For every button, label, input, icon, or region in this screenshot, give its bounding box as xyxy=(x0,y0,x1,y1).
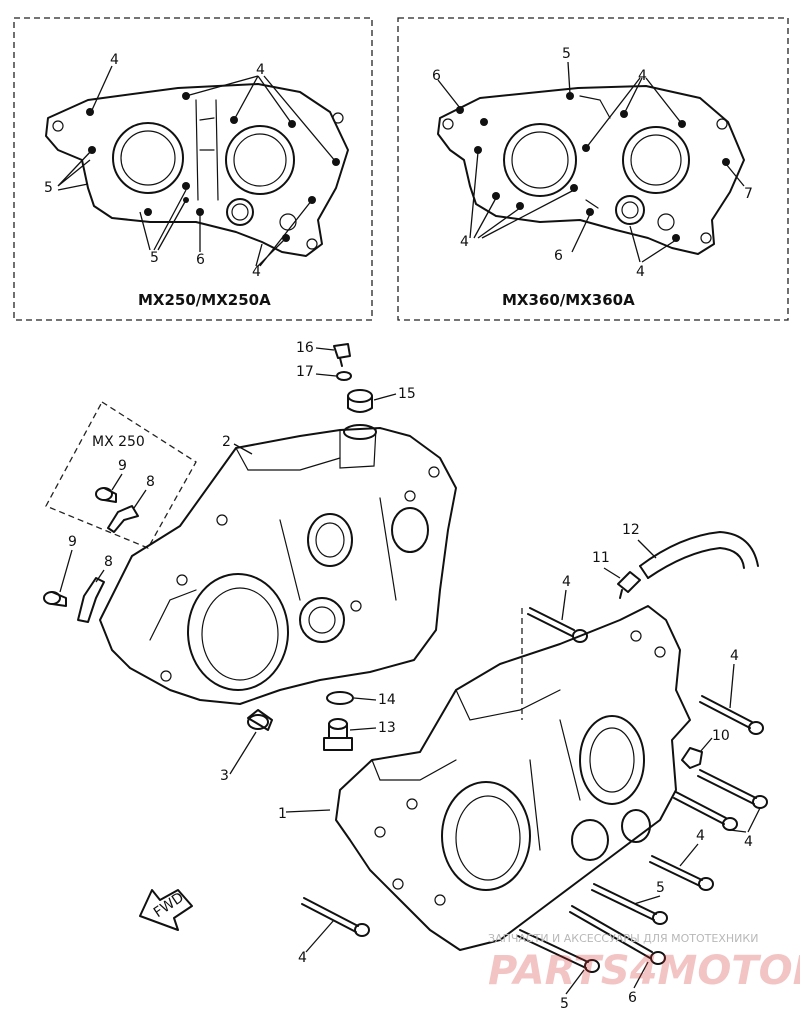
callout-4: 4 xyxy=(460,234,469,250)
inset-crankcase-mx250 xyxy=(45,65,349,267)
callout-4: 4 xyxy=(696,828,705,844)
part-11-fitting xyxy=(617,571,641,599)
callout-10: 10 xyxy=(712,728,730,744)
inset-bolt-holes-right xyxy=(456,92,730,242)
callout-8: 8 xyxy=(104,554,113,570)
part-17-washer xyxy=(336,371,352,381)
bolt-6-lower xyxy=(569,905,666,965)
watermark-logo: PARTS4MOTOR.RU xyxy=(488,948,800,994)
bolt-10-clip xyxy=(681,747,703,769)
bolt-4-right-mid xyxy=(697,769,768,809)
part-8-clamp-lower xyxy=(77,577,105,623)
callout-4: 4 xyxy=(636,264,645,280)
part-8-clamp-upper xyxy=(107,505,139,533)
callout-9: 9 xyxy=(118,458,127,474)
callout-2: 2 xyxy=(222,434,231,450)
callout-9: 9 xyxy=(68,534,77,550)
part-9-screw-lower xyxy=(43,591,67,607)
part-3-dowel xyxy=(247,709,273,731)
part-1-crankcase-lower xyxy=(335,605,691,951)
callout-14: 14 xyxy=(378,692,396,708)
callout-17: 17 xyxy=(296,364,314,380)
callout-4: 4 xyxy=(744,834,753,850)
callout-4: 4 xyxy=(730,648,739,664)
callout-16: 16 xyxy=(296,340,314,356)
inset-caption-mx250: MX250/MX250A xyxy=(138,291,271,309)
part-2-crankcase-upper xyxy=(99,424,457,705)
callout-3: 3 xyxy=(220,768,229,784)
callout-4: 4 xyxy=(638,68,647,84)
callout-5: 5 xyxy=(562,46,571,62)
callout-4: 4 xyxy=(110,52,119,68)
callout-5: 5 xyxy=(44,180,53,196)
callout-7: 7 xyxy=(744,186,753,202)
callout-8: 8 xyxy=(146,474,155,490)
bolt-5-right xyxy=(591,883,668,925)
bolt-4-left xyxy=(301,897,370,937)
part-13-drain-plug xyxy=(323,718,353,751)
bolt-4-right-mid2 xyxy=(673,791,738,831)
callout-6: 6 xyxy=(196,252,205,268)
part-15-cap xyxy=(347,389,373,413)
mx250-variant-box xyxy=(45,401,197,549)
callout-15: 15 xyxy=(398,386,416,402)
callout-12: 12 xyxy=(622,522,640,538)
bolt-4-top xyxy=(527,607,588,643)
part-12-hose xyxy=(639,531,759,579)
callout-4: 4 xyxy=(562,574,571,590)
callout-4: 4 xyxy=(298,950,307,966)
part-14-washer xyxy=(326,691,354,705)
callout-5: 5 xyxy=(150,250,159,266)
callout-6: 6 xyxy=(432,68,441,84)
callout-11: 11 xyxy=(592,550,610,566)
bolt-4-right-lower xyxy=(649,855,714,891)
callout-6: 6 xyxy=(554,248,563,264)
callout-4: 4 xyxy=(252,264,261,280)
variant-box-label: MX 250 xyxy=(92,434,145,450)
callout-1: 1 xyxy=(278,806,287,822)
callout-4: 4 xyxy=(256,62,265,78)
part-9-screw-upper xyxy=(95,487,117,503)
part-16-bolt xyxy=(333,343,351,367)
callout-5: 5 xyxy=(656,880,665,896)
bolt-4-right-upper xyxy=(699,695,764,735)
watermark-caption: ЗАПЧАСТИ И АКСЕССУАРЫ ДЛЯ МОТОТЕХНИКИ xyxy=(488,932,758,945)
callout-6: 6 xyxy=(628,990,637,1006)
fwd-arrow-icon: FWD xyxy=(139,889,193,931)
callout-5: 5 xyxy=(560,996,569,1012)
callout-13: 13 xyxy=(378,720,396,736)
inset-panel-mx250 xyxy=(13,17,373,321)
inset-crankcase-mx360 xyxy=(437,61,745,263)
bolt-5-lower xyxy=(517,929,600,973)
inset-panel-mx360 xyxy=(397,17,789,321)
inset-caption-mx360: MX360/MX360A xyxy=(502,291,635,309)
